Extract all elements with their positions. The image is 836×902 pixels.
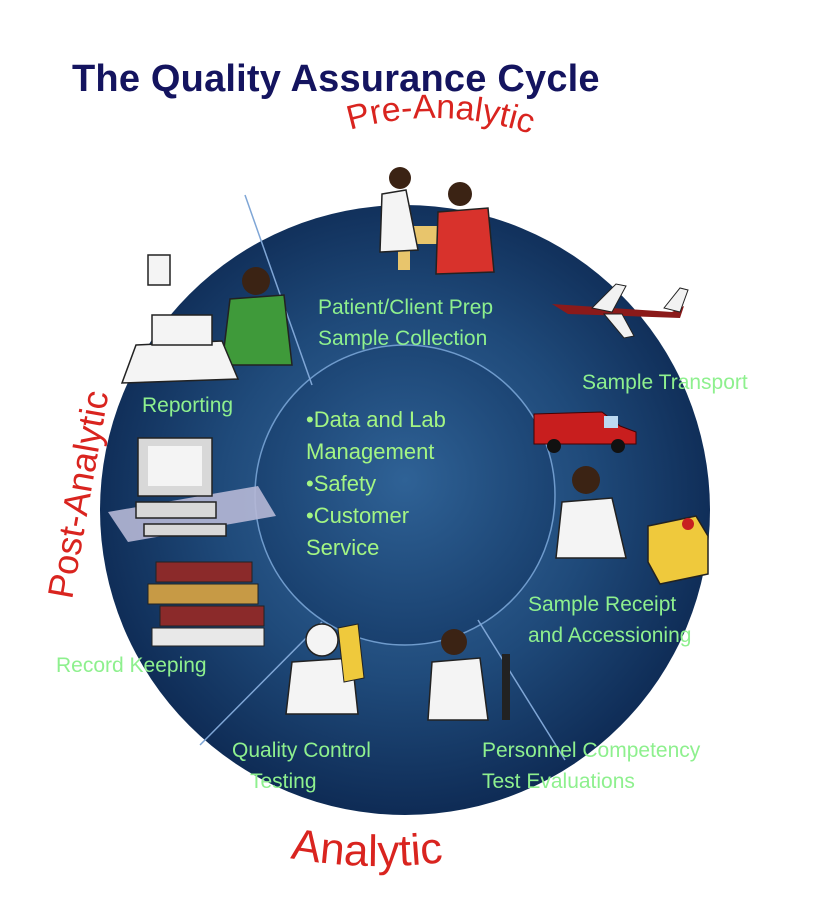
step-patient-prep: Patient/Client Prep Sample Collection <box>318 292 493 354</box>
center-item-service: Service <box>306 535 380 560</box>
step-sample-receipt-line1: Sample Receipt <box>528 593 677 616</box>
step-reporting: Reporting <box>142 394 234 417</box>
center-item-customer: •Customer <box>306 503 410 528</box>
step-quality-control-line2: Testing <box>250 770 317 793</box>
step-sample-receipt: Sample Receipt and Accessioning <box>528 589 691 651</box>
step-personnel: Personnel Competency Test Evaluations <box>482 735 700 797</box>
step-sample-receipt-line2: and Accessioning <box>528 624 692 647</box>
step-patient-prep-line2: Sample Collection <box>318 327 488 350</box>
step-personnel-line1: Personnel Competency <box>482 739 701 762</box>
step-patient-prep-line1: Patient/Client Prep <box>318 296 494 319</box>
corner-mark: ˆ <box>771 0 776 8</box>
phase-analytic: Analytic <box>288 820 444 877</box>
center-item-safety: •Safety <box>306 471 377 496</box>
pipette-technician-icon <box>427 629 510 721</box>
box-technician-icon <box>555 466 709 585</box>
microscope-tech-icon <box>285 623 365 715</box>
patient-clinician-icon <box>379 167 495 275</box>
divider-line <box>477 619 566 761</box>
step-quality-control-line1: Quality Control <box>232 739 371 762</box>
divider-line <box>244 194 313 386</box>
step-sample-transport: Sample Transport <box>582 371 748 394</box>
step-quality-control: Quality Control Testing <box>232 735 371 797</box>
center-list: •Data and Lab Management •Safety •Custom… <box>306 404 446 564</box>
phase-pre-analytic: Pre-Analytic <box>343 88 540 142</box>
center-item-data-lab: •Data and Lab <box>306 407 446 432</box>
airplane-icon <box>552 283 689 339</box>
divider-line <box>199 621 323 746</box>
books-icon <box>147 561 265 647</box>
step-record-keeping: Record Keeping <box>56 654 207 677</box>
computer-icon <box>108 437 276 542</box>
telephone-fax-icon <box>120 254 293 384</box>
center-item-management: Management <box>306 439 435 464</box>
step-personnel-line2: Test Evaluations <box>482 770 635 793</box>
van-icon <box>533 411 637 453</box>
page-title: The Quality Assurance Cycle <box>72 58 600 100</box>
